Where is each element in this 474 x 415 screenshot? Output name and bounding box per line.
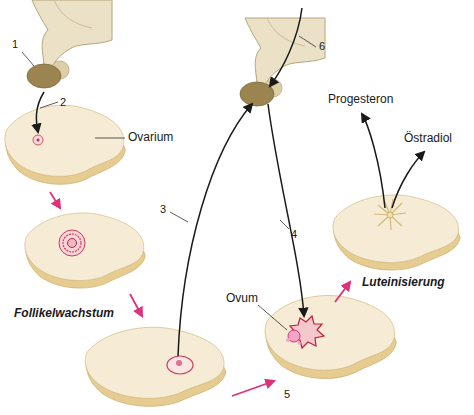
ovary-1 [5,105,125,184]
pituitary-left [27,0,112,88]
callout-number: 4 [291,228,297,241]
ovary-5 [333,195,460,270]
hormone-arrows [36,8,424,356]
sequence-arrows [50,192,350,396]
ovary-2 [25,213,145,288]
stage-label: Luteinisierung [362,276,445,290]
callout-number: 2 [60,96,66,109]
part-label: Ovarium [128,131,173,145]
callout-number: 3 [160,203,166,216]
ovary-4 [265,296,396,379]
hormone-label: Progesteron [328,93,393,107]
leader-lines [22,36,316,330]
hormone-label: Östradiol [404,132,452,146]
pituitary-right [240,18,325,106]
callout-number: 6 [319,40,325,53]
callout-number: 1 [12,38,18,51]
part-label: Ovum [226,292,258,306]
stage-label: Follikelwachstum [14,307,114,321]
callout-number: 5 [284,388,290,401]
ovary-3 [85,327,226,406]
